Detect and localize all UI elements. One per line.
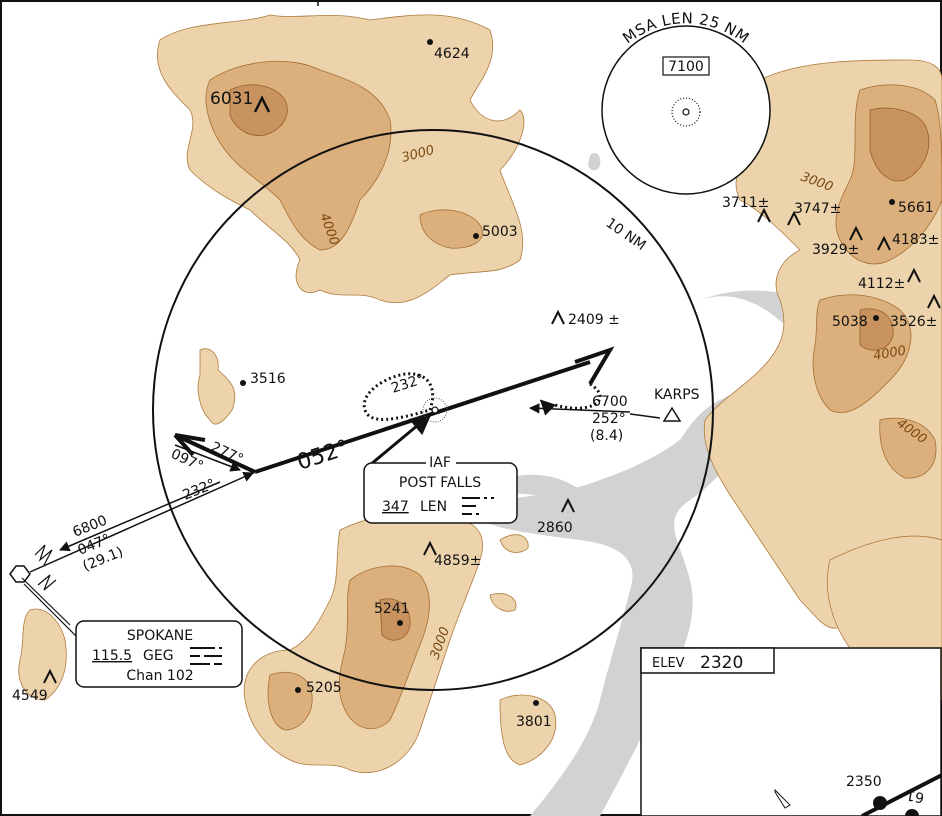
- spot-elevation: 5003: [482, 224, 518, 240]
- spot-elevation: 3747±: [794, 201, 841, 217]
- spot-elevations: 4624 6031 5003 2409 ± 3516 3711± 3747± 5…: [12, 39, 941, 730]
- vor-chan: Chan 102: [126, 668, 193, 684]
- spot-elevation: 5038: [832, 314, 868, 330]
- procedure-turn-out: 277°: [208, 439, 245, 468]
- msa-ndb-symbol: [671, 97, 701, 127]
- vor-symbol: [9, 544, 81, 641]
- fix-distance: (8.4): [590, 428, 623, 444]
- spot-elevation: 2409 ±: [568, 312, 620, 328]
- spot-elevation: 3516: [250, 371, 286, 387]
- inbound-course: 052°: [294, 436, 352, 476]
- feeder-route: 232° 6800 047° (29.1): [29, 472, 254, 575]
- runway-icon: [861, 773, 942, 816]
- vor-freq: 115.5: [92, 648, 132, 664]
- vor-info-box: SPOKANE 115.5 GEG Chan 102: [75, 620, 243, 688]
- spot-elevation: 5241: [374, 601, 410, 617]
- fix-name: KARPS: [654, 387, 700, 403]
- iaf-box: IAF POST FALLS 347 LEN: [363, 455, 518, 524]
- msa-altitude: 7100: [668, 59, 704, 75]
- vor-name: SPOKANE: [127, 628, 193, 644]
- morse-code-icon: [190, 647, 222, 665]
- elev-label: ELEV: [652, 656, 685, 671]
- spot-elevation: 5661: [898, 200, 934, 216]
- iaf-name: POST FALLS: [399, 475, 481, 491]
- spot-elevation: 3929±: [812, 242, 859, 258]
- spot-elevation: 4549: [12, 688, 48, 704]
- spot-elevation: 3801: [516, 714, 552, 730]
- spot-elevation: 2860: [537, 520, 573, 536]
- msa-symbol: MSA LEN 25 NM 7100: [601, 9, 771, 195]
- ten-nm-ring: [152, 129, 714, 691]
- msa-ndb-center: [682, 108, 690, 116]
- spot-elevation: 4624: [434, 46, 470, 62]
- feeder-outbound-course: 232°: [181, 476, 218, 503]
- runway-number: 61: [905, 786, 925, 805]
- fix-altitude: 6700: [592, 394, 628, 410]
- fix-triangle-icon: [662, 406, 682, 422]
- fix-course: 252°: [592, 411, 626, 427]
- runway-elevation: 2350: [846, 774, 882, 790]
- obstacle-icon: [774, 788, 791, 809]
- msa-altitude-box: [662, 56, 710, 76]
- spot-elevation: 5205: [306, 680, 342, 696]
- spot-elevation: 6031: [210, 89, 253, 109]
- vor-ident: GEG: [143, 648, 174, 664]
- spot-elevation: 4112±: [858, 276, 905, 292]
- contour-label: 4000: [872, 343, 907, 364]
- inbound-arrow: [574, 346, 615, 386]
- spot-elevation: 3711±: [722, 195, 769, 211]
- spot-elevation: 3526±: [890, 314, 937, 330]
- ten-nm-label: 10 NM: [603, 215, 649, 254]
- spot-elevation: 4859±: [434, 553, 481, 569]
- karps-fix: KARPS 6700 252° (8.4): [528, 387, 700, 444]
- terrain-high: [229, 84, 930, 641]
- spot-elevation: 4183±: [892, 232, 939, 248]
- iaf-tag: IAF: [429, 455, 451, 471]
- elev-value: 2320: [700, 653, 743, 673]
- approach-course: 052° 277° 097°: [168, 346, 615, 476]
- iaf-freq: 347: [382, 499, 409, 515]
- iaf-ident: LEN: [420, 499, 447, 515]
- airport-inset: ELEV 2320 2350 61: [640, 647, 942, 816]
- morse-code-icon: [462, 497, 494, 515]
